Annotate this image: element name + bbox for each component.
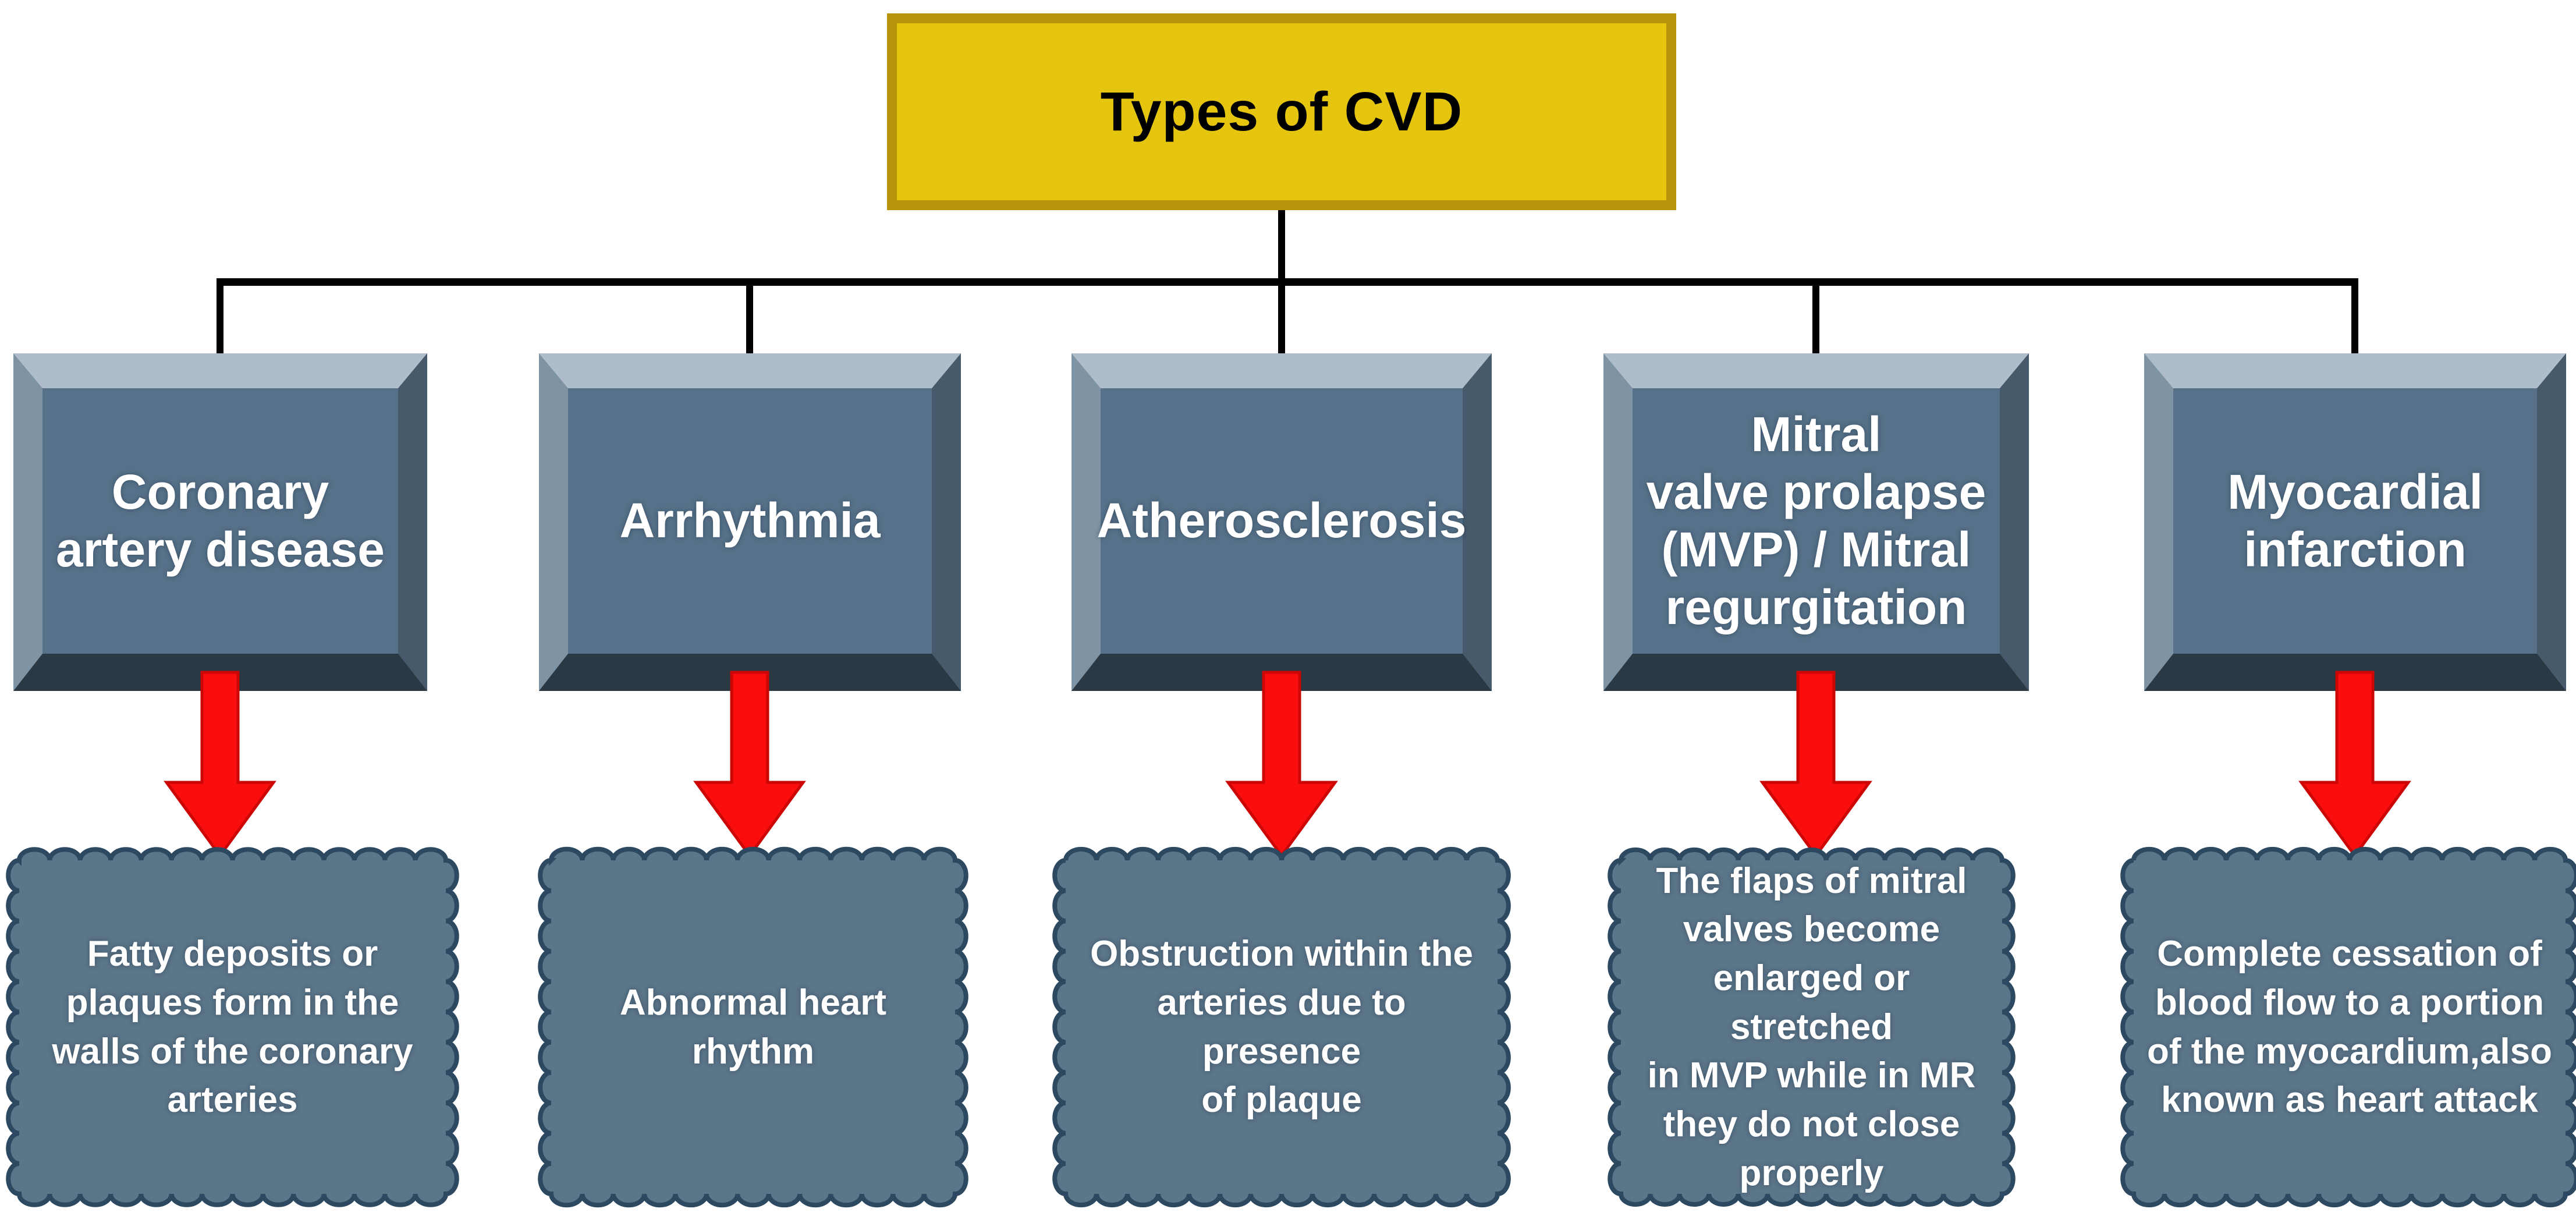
connector-horizontal-bar xyxy=(217,278,2358,286)
connector-drop-4 xyxy=(1812,278,1819,360)
node-label: Myocardial infarction xyxy=(2227,464,2483,577)
node-label: Mitral valve prolapse (MVP) / Mitral reg… xyxy=(1646,406,1986,635)
connector-title-stem xyxy=(1278,208,1285,281)
red-down-arrow-icon xyxy=(1225,671,1338,859)
node-label: Atherosclerosis xyxy=(1097,493,1467,548)
description-myocardial-infarction: Complete cessation of blood flow to a po… xyxy=(2120,846,2576,1208)
description-label: Fatty deposits or plaques form in the wa… xyxy=(52,934,413,1121)
connector-drop-5 xyxy=(2351,278,2358,360)
red-down-arrow-icon xyxy=(1759,671,1872,859)
node-label: Arrhythmia xyxy=(619,493,881,548)
scalloped-frame xyxy=(6,847,459,1207)
scalloped-frame xyxy=(1608,847,2016,1207)
node-label: Coronary artery disease xyxy=(55,464,385,577)
red-down-arrow-icon xyxy=(164,671,276,859)
description-arrhythmia: Abnormal heart rhythm xyxy=(538,846,968,1208)
scalloped-frame xyxy=(1052,846,1511,1208)
description-label: Abnormal heart rhythm xyxy=(619,982,887,1072)
description-atherosclerosis: Obstruction within the arteries due to p… xyxy=(1052,846,1511,1208)
description-label: Complete cessation of blood flow to a po… xyxy=(2147,934,2552,1121)
node-coronary-artery-disease: Coronary artery disease xyxy=(13,353,427,691)
red-down-arrow-icon xyxy=(693,671,806,859)
description-label: Obstruction within the arteries due to p… xyxy=(1090,934,1473,1121)
red-down-arrow-icon xyxy=(2298,671,2411,859)
description-coronary-artery-disease: Fatty deposits or plaques form in the wa… xyxy=(6,847,459,1207)
node-myocardial-infarction: Myocardial infarction xyxy=(2144,353,2566,691)
description-mitral-valve-prolapse: The flaps of mitral valves become enlarg… xyxy=(1608,847,2016,1207)
connector-drop-1 xyxy=(217,278,223,360)
node-mitral-valve-prolapse: Mitral valve prolapse (MVP) / Mitral reg… xyxy=(1603,353,2029,691)
root-node-label: Types of CVD xyxy=(1100,80,1463,143)
connector-drop-2 xyxy=(746,278,753,360)
root-node-types-of-cvd: Types of CVD xyxy=(887,13,1676,210)
node-atherosclerosis: Atherosclerosis xyxy=(1071,353,1492,691)
scalloped-frame xyxy=(538,846,968,1208)
node-arrhythmia: Arrhythmia xyxy=(539,353,961,691)
description-label: The flaps of mitral valves become enlarg… xyxy=(1647,860,1976,1193)
connector-drop-3 xyxy=(1278,278,1285,360)
scalloped-frame xyxy=(2120,846,2576,1208)
